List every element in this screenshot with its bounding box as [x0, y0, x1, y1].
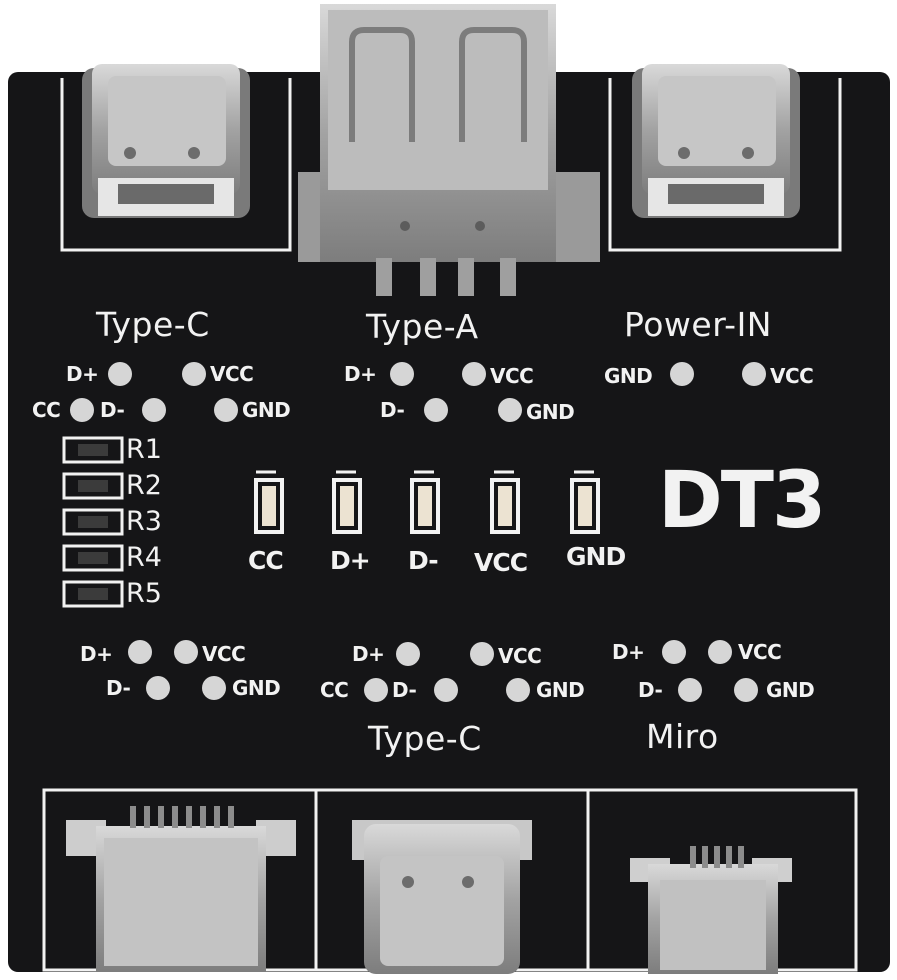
pin-label-dplus: D+: [344, 362, 377, 386]
resistor-label: R5: [126, 578, 162, 609]
led-label: VCC: [474, 548, 528, 577]
pin-label-vcc: VCC: [210, 362, 254, 386]
pin-label-gnd: GND: [232, 676, 281, 700]
resistor-array: [62, 436, 124, 608]
pin-label-vcc: VCC: [738, 640, 782, 664]
pin-label-dminus: D-: [380, 398, 405, 422]
pin-label-vcc: VCC: [202, 642, 246, 666]
model-label: DT3: [658, 456, 826, 546]
resistor-label: R4: [126, 542, 162, 573]
pcb-board: [8, 72, 890, 972]
micro-usb-connector-bottom-right[interactable]: [630, 846, 792, 974]
pin-label-dplus: D+: [66, 362, 99, 386]
led-label: GND: [566, 542, 626, 571]
label-type-c-bottom: Type-C: [368, 719, 482, 758]
pin-label-dplus: D+: [80, 642, 113, 666]
pin-label-cc: CC: [32, 398, 61, 422]
pin-label-gnd: GND: [526, 400, 575, 424]
pin-label-dminus: D-: [100, 398, 125, 422]
pin-label-gnd: GND: [766, 678, 815, 702]
pin-label-vcc: VCC: [490, 364, 534, 388]
resistor-label: R2: [126, 470, 162, 501]
resistor-label: R1: [126, 434, 162, 465]
usb-c-connector-bottom[interactable]: [352, 820, 532, 974]
pin-label-dminus: D-: [392, 678, 417, 702]
resistor-label: R3: [126, 506, 162, 537]
usb-c-connector-top-right[interactable]: [632, 64, 800, 218]
usb-type-a-connector[interactable]: [298, 4, 600, 296]
label-type-c-top: Type-C: [96, 305, 210, 344]
pin-label-gnd: GND: [604, 364, 653, 388]
test-pads: [70, 362, 766, 702]
label-micro: Miro: [646, 717, 719, 756]
led-indicators: [254, 470, 600, 534]
label-type-a: Type-A: [366, 307, 479, 346]
led-label: D-: [408, 546, 439, 575]
pin-label-gnd: GND: [242, 398, 291, 422]
pin-label-dminus: D-: [106, 676, 131, 700]
usb-c-connector-top-left[interactable]: [82, 64, 250, 218]
lightning-connector-bottom-left[interactable]: [66, 806, 296, 972]
pin-label-vcc: VCC: [770, 364, 814, 388]
frame-top-right: [608, 78, 842, 252]
pin-label-dplus: D+: [352, 642, 385, 666]
led-label: CC: [248, 546, 284, 575]
frame-top-left: [60, 78, 292, 252]
label-power-in: Power-IN: [624, 305, 772, 344]
pin-label-dminus: D-: [638, 678, 663, 702]
led-label: D+: [330, 546, 371, 575]
pin-label-gnd: GND: [536, 678, 585, 702]
pin-label-cc: CC: [320, 678, 349, 702]
pin-label-vcc: VCC: [498, 644, 542, 668]
pin-label-dplus: D+: [612, 640, 645, 664]
